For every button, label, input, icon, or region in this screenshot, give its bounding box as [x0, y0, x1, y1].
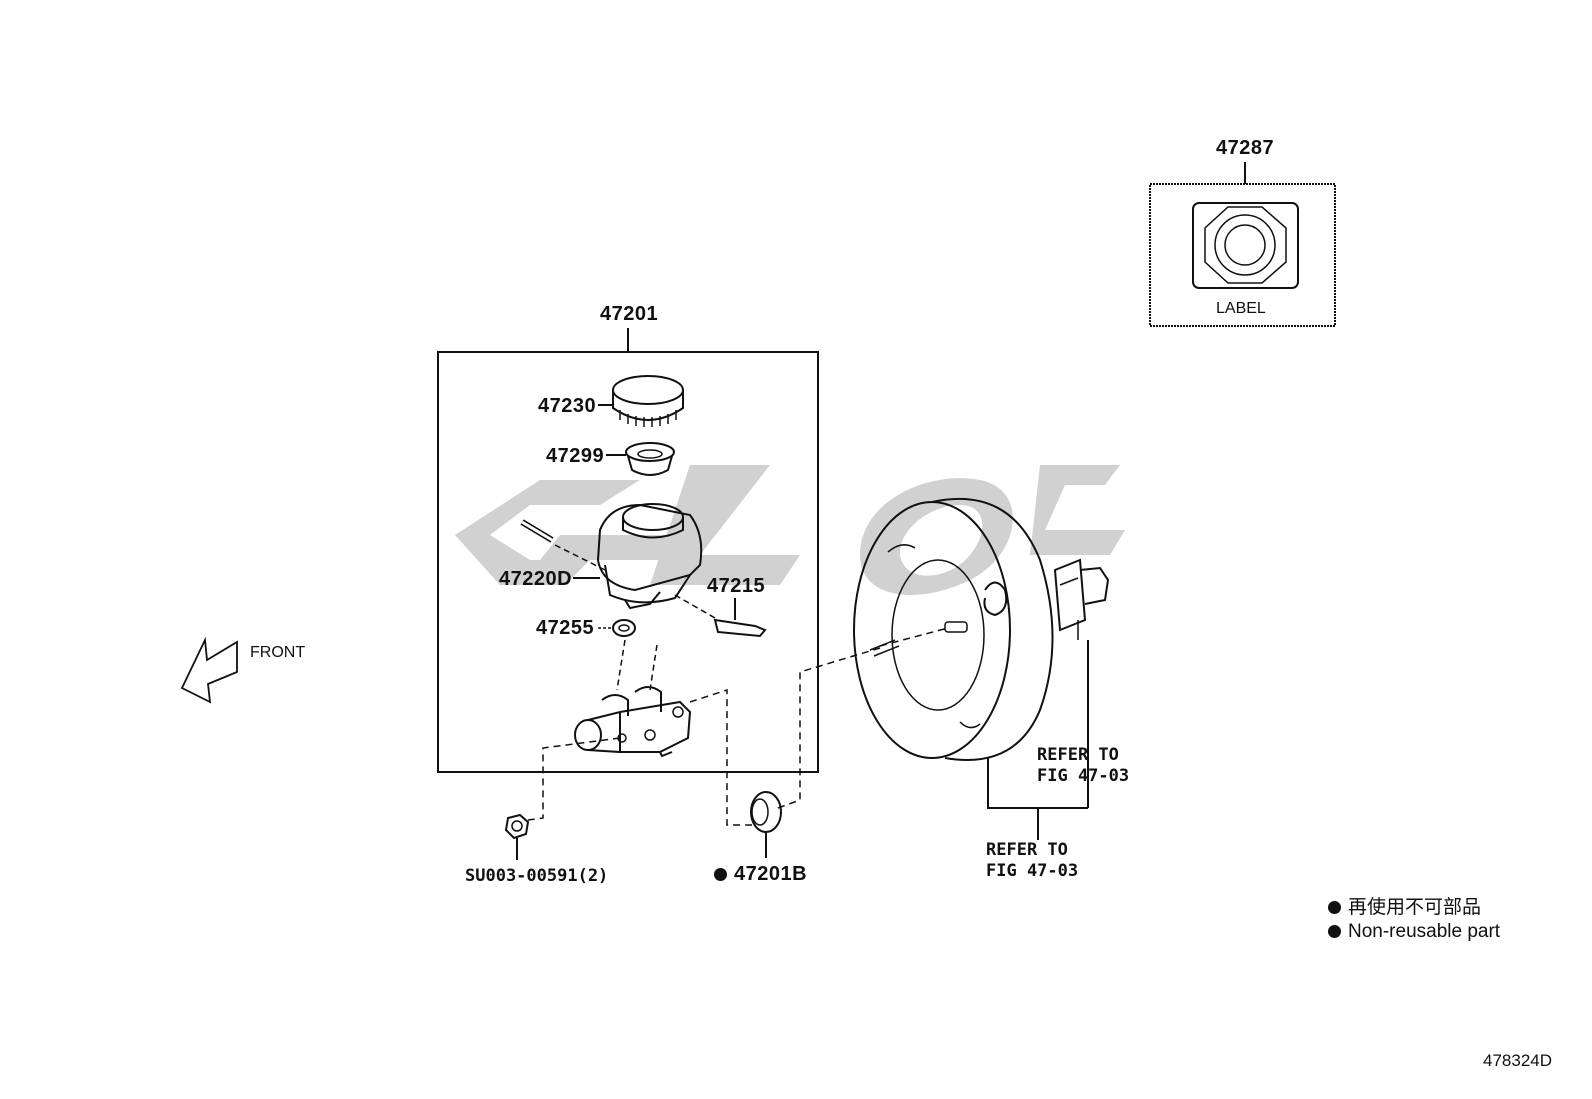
refer-lower-line1[interactable]: REFER TO [986, 840, 1068, 860]
seal-ring-icon [750, 791, 782, 858]
label-caption: LABEL [1216, 300, 1266, 317]
refer-upper-line2[interactable]: FIG 47-03 [1037, 766, 1130, 786]
legend-japanese-text: 再使用不可部品 [1348, 897, 1482, 918]
part-number-47220D[interactable]: 47220D [499, 568, 573, 590]
label-octagon-icon [1204, 206, 1287, 284]
part-number-47201B[interactable]: 47201B [714, 864, 807, 884]
part-number-47201B-text: 47201B [734, 863, 808, 885]
nut-icon [504, 813, 530, 860]
reservoir-hose-icon [674, 594, 767, 638]
part-number-47287[interactable]: 47287 [1216, 137, 1275, 159]
watermark-logo [455, 465, 1125, 595]
part-number-47230[interactable]: 47230 [538, 395, 597, 417]
part-number-47201[interactable]: 47201 [600, 303, 659, 325]
non-reusable-dot-icon [714, 868, 727, 881]
part-number-47299[interactable]: 47299 [546, 445, 605, 467]
legend-english: Non-reusable part [1328, 922, 1500, 941]
front-label: FRONT [250, 644, 306, 661]
brake-booster-icon [853, 497, 1110, 840]
label-box [1149, 183, 1336, 327]
legend-dot-icon [1328, 925, 1341, 938]
part-number-47255[interactable]: 47255 [536, 617, 595, 639]
refer-upper-line1[interactable]: REFER TO [1037, 745, 1119, 765]
legend-english-text: Non-reusable part [1348, 921, 1501, 942]
refer-lower-line2[interactable]: FIG 47-03 [986, 861, 1079, 881]
part-number-47215[interactable]: 47215 [707, 575, 766, 597]
master-cylinder-icon [574, 686, 692, 758]
front-arrow-icon [180, 636, 238, 704]
figure-id: 478324D [1483, 1051, 1553, 1070]
grommet-icon [598, 619, 658, 691]
reservoir-tank-icon [573, 503, 703, 610]
reservoir-cap-icon [598, 375, 684, 427]
legend-dot-icon [1328, 901, 1341, 914]
legend-japanese: 再使用不可部品 [1328, 898, 1481, 917]
label-inner-square [1192, 202, 1299, 289]
pin-icon [520, 519, 606, 571]
strainer-icon [606, 442, 675, 476]
part-number-su003[interactable]: SU003-00591(2) [465, 866, 609, 886]
